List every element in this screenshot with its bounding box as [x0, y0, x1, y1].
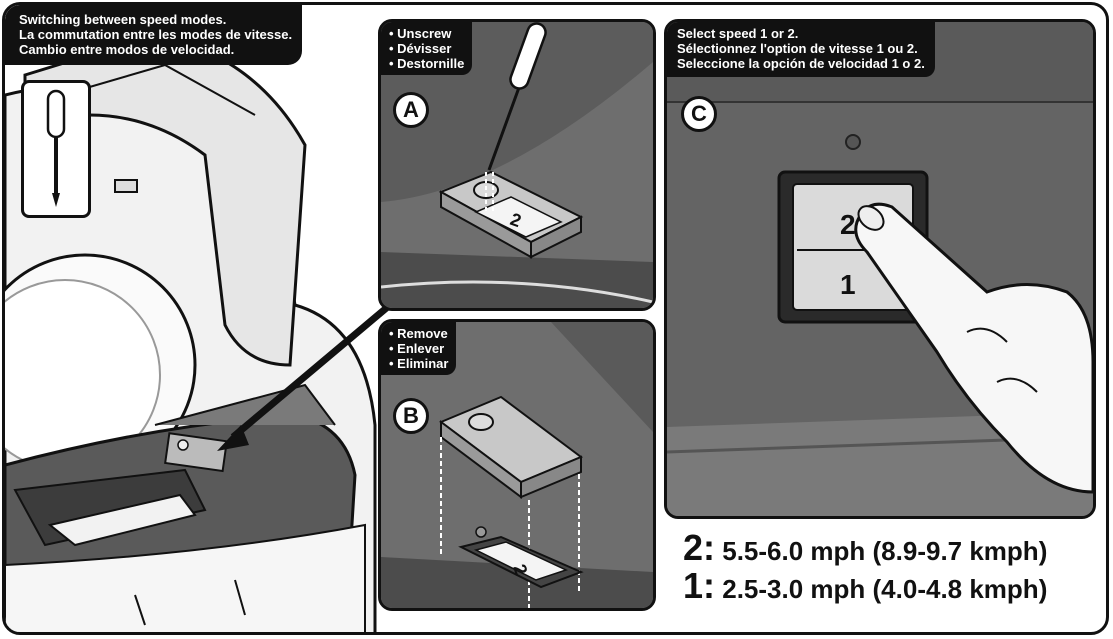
instruction-line: • Unscrew [389, 26, 452, 41]
step-b-panel: 2 • Remove • Enlever • Eliminar B [378, 319, 656, 611]
caption-line-en: Switching between speed modes. [19, 12, 227, 27]
switch-label-top: 2 [840, 209, 856, 240]
step-c-panel: 2 1 Select speed 1 or 2. Sélectionnez l'… [664, 19, 1096, 519]
step-b-letter: B [393, 398, 429, 434]
step-c-instructions: Select speed 1 or 2. Sélectionnez l'opti… [667, 22, 935, 77]
instruction-line: • Destornille [389, 56, 465, 71]
caption-line-es: Cambio entre modos de velocidad. [19, 42, 235, 57]
instruction-line: • Eliminar [389, 356, 449, 371]
speed-spec-1: 1: 2.5-3.0 mph (4.0-4.8 kmph) [683, 565, 1047, 607]
step-a-illustration: 2 [381, 22, 653, 308]
speed-mode-label: 2: [683, 527, 716, 568]
caption-line-fr: La commutation entre les modes de vitess… [19, 27, 293, 42]
step-a-panel: 2 • Unscrew • Dévisser • Destornille A [378, 19, 656, 311]
step-a-letter: A [393, 92, 429, 128]
main-caption: Switching between speed modes. La commut… [5, 5, 303, 65]
switch-label-bottom: 1 [840, 269, 856, 300]
speed-value: 2.5-3.0 mph (4.0-4.8 kmph) [722, 574, 1048, 604]
instruction-line: • Enlever [389, 341, 445, 356]
speed-value: 5.5-6.0 mph (8.9-9.7 kmph) [722, 536, 1048, 566]
screwdriver-icon-box [21, 80, 91, 218]
speed-spec-2: 2: 5.5-6.0 mph (8.9-9.7 kmph) [683, 527, 1047, 569]
instruction-line: • Remove [389, 326, 448, 341]
step-b-instructions: • Remove • Enlever • Eliminar [381, 322, 457, 375]
instruction-line: Seleccione la opción de velocidad 1 o 2. [677, 56, 925, 71]
step-b-illustration: 2 [381, 322, 653, 608]
step-c-letter: C [681, 96, 717, 132]
step-a-instructions: • Unscrew • Dévisser • Destornille [381, 22, 473, 75]
speed-mode-label: 1: [683, 565, 716, 606]
screwdriver-icon [46, 89, 66, 207]
instruction-line: Sélectionnez l'option de vitesse 1 ou 2. [677, 41, 918, 56]
step-c-illustration: 2 1 [667, 22, 1093, 516]
instruction-line: Select speed 1 or 2. [677, 26, 799, 41]
instruction-line: • Dévisser [389, 41, 452, 56]
main-scene-illustration [5, 5, 405, 632]
